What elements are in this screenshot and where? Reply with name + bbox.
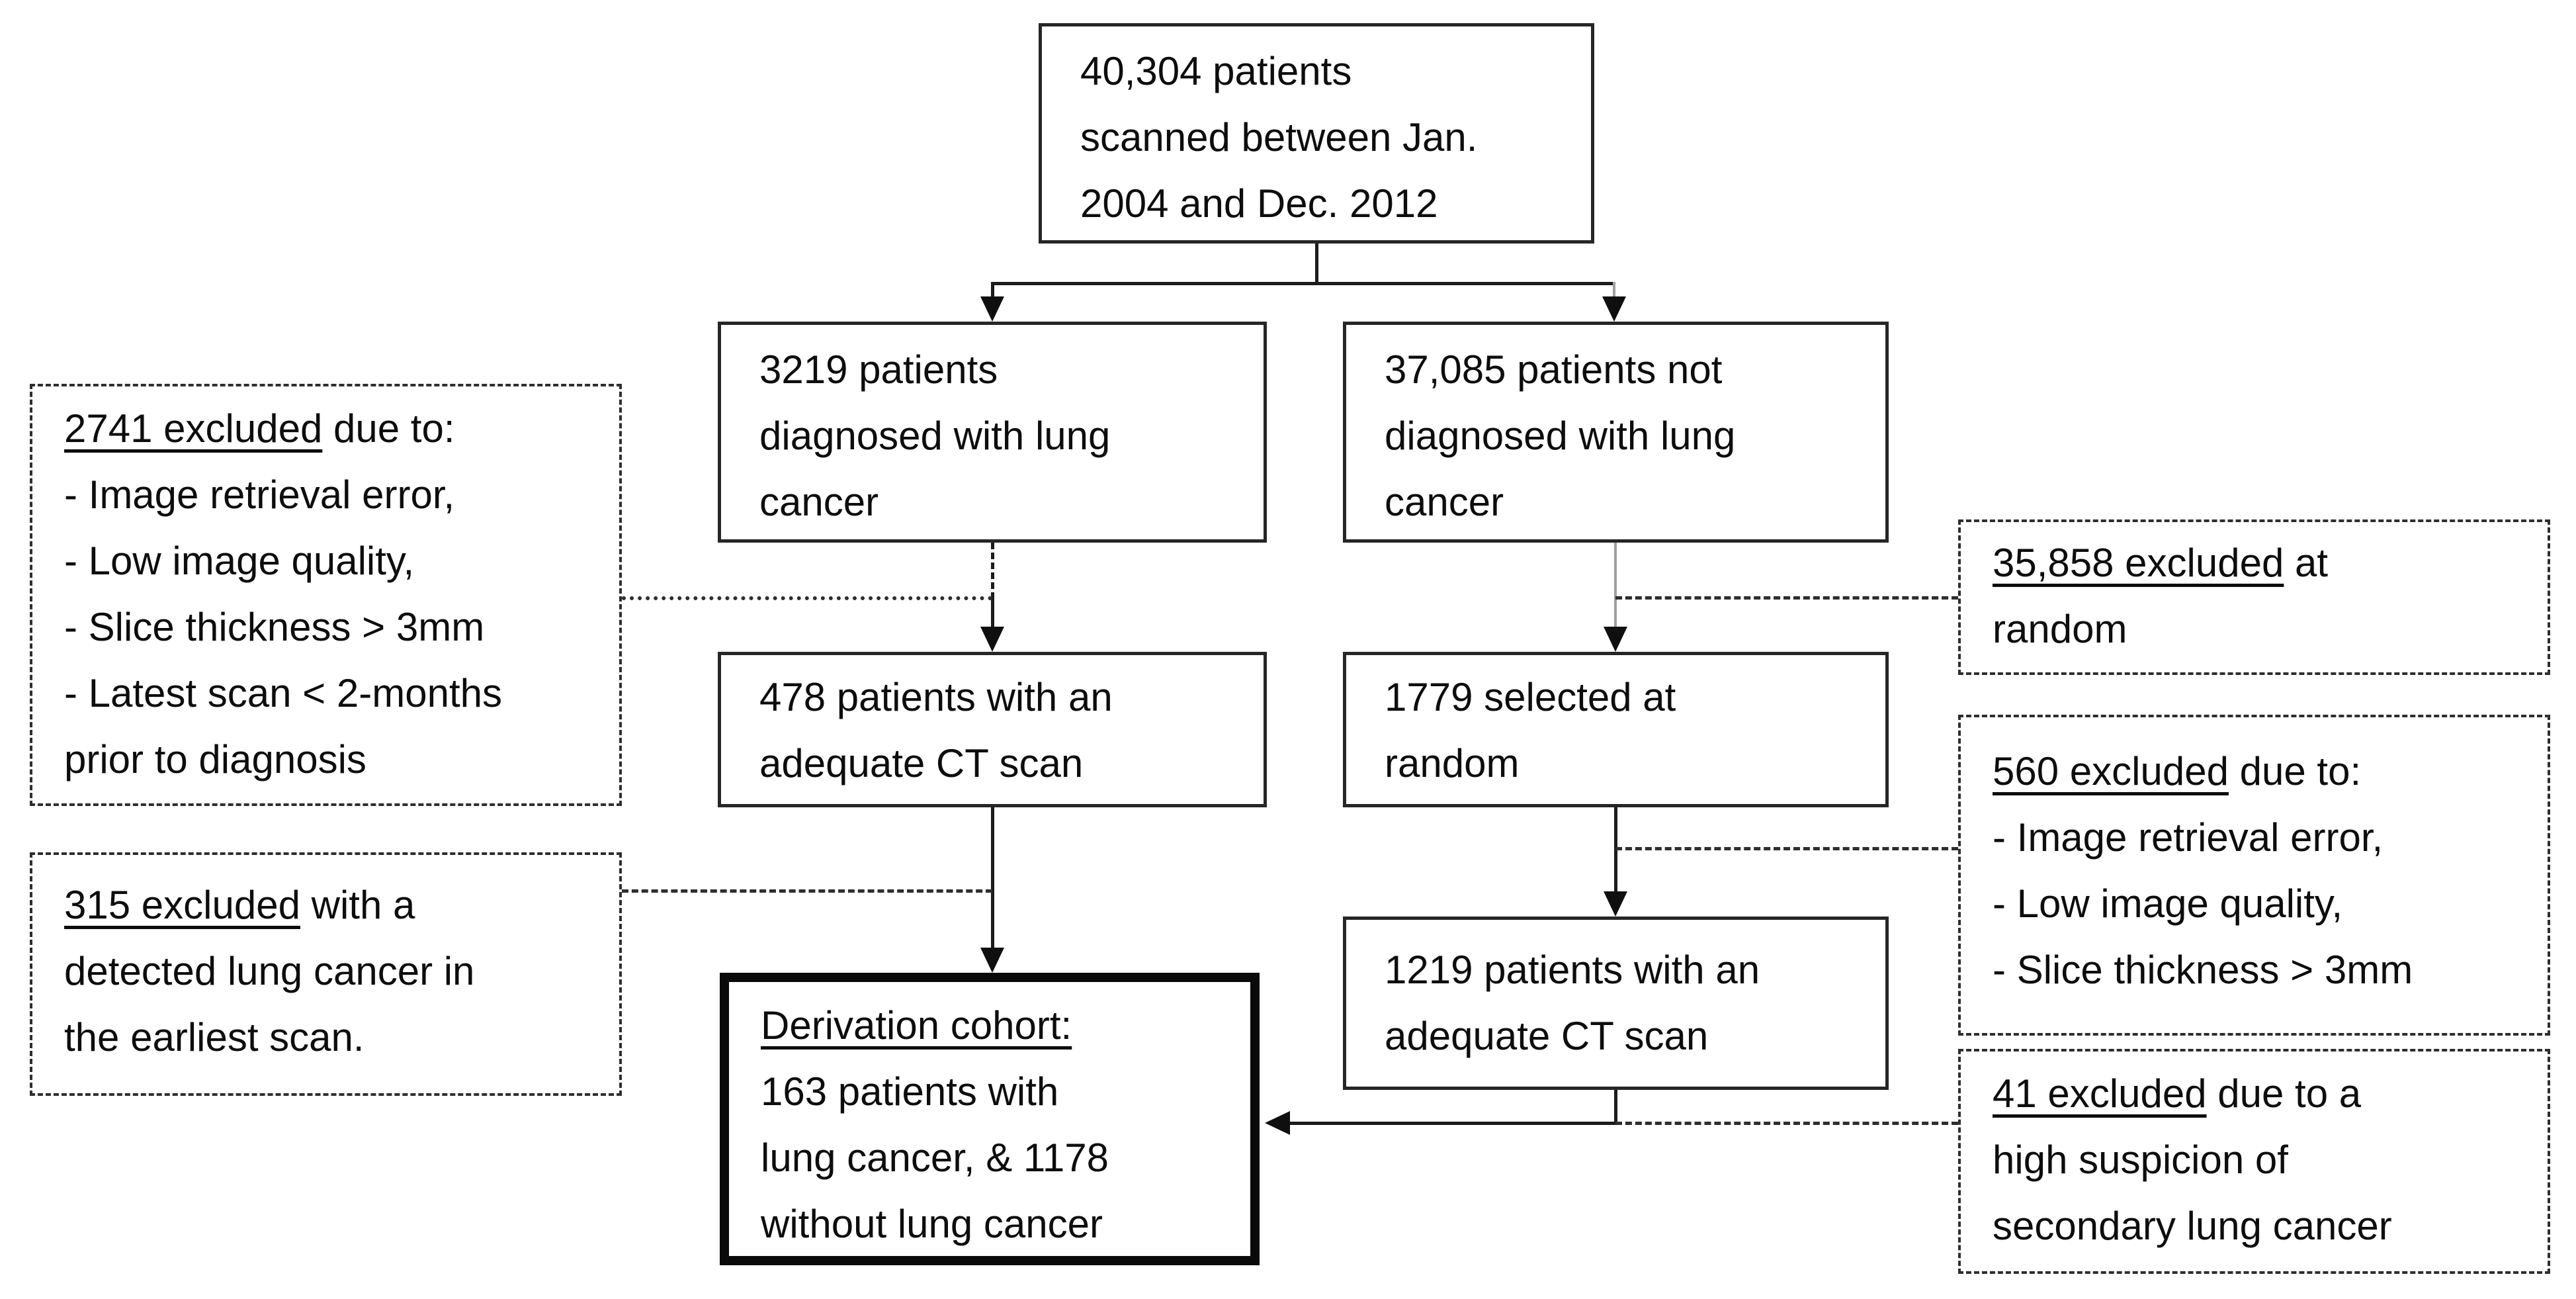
box-text-line: 37,085 patients not: [1385, 347, 1723, 392]
exclusion-rest: due to:: [2228, 749, 2362, 793]
arrowhead-left-into-derivation: [1265, 1111, 1290, 1135]
connector-diagnosed-down-dashed: [991, 543, 994, 599]
connector-controls-to-derivation: [1289, 1122, 1617, 1125]
box-text-line: cancer: [759, 480, 879, 524]
exclusion-rest: with a: [300, 883, 415, 927]
box-text-line: lung cancer, & 1178: [761, 1136, 1109, 1180]
box-text-line: 1219 patients with an: [1385, 948, 1760, 992]
derivation-cohort-heading: Derivation cohort:: [761, 1003, 1072, 1048]
connector-diagnosed-down-solid: [991, 599, 994, 631]
box-text-line: 560 excluded due to:: [1993, 739, 2538, 805]
flow-box-random-selected: 1779 selected at random: [1343, 652, 1889, 807]
box-text-line: 478 patients with an: [759, 675, 1113, 719]
exclusion-count: 2741 excluded: [64, 406, 323, 451]
box-text-line: 3219 patients: [759, 347, 998, 392]
box-text-line: 40,304 patients: [1080, 49, 1352, 93]
box-text-line: 41 excluded due to a: [1993, 1061, 2538, 1127]
connector-branch-line: [992, 282, 1615, 285]
box-text-line: cancer: [1385, 480, 1504, 524]
flow-box-derivation-cohort: Derivation cohort: 163 patients with lun…: [720, 973, 1260, 1265]
box-text-line: 163 patients with: [761, 1069, 1059, 1114]
connector-adequate-cases-down: [991, 807, 994, 951]
arrowhead-into-derivation: [980, 948, 1004, 973]
box-text-line: - Low image quality,: [64, 539, 415, 583]
flow-box-scanned: 40,304 patients scanned between Jan. 200…: [1039, 23, 1594, 244]
exclusion-count: 560 excluded: [1993, 749, 2229, 793]
box-text-line: random: [1993, 607, 2127, 651]
box-text-line: detected lung cancer in: [64, 949, 475, 993]
flow-box-not-diagnosed: 37,085 patients not diagnosed with lung …: [1343, 322, 1889, 543]
connector-excl-2741: [622, 596, 992, 600]
box-text-line: 315 excluded with a: [64, 872, 610, 938]
connector-top-stub: [1315, 244, 1318, 285]
connector-branch-left-drop: [991, 282, 994, 300]
box-text-line: without lung cancer: [761, 1202, 1103, 1246]
connector-excl-315: [622, 889, 992, 893]
flow-box-adequate-controls: 1219 patients with an adequate CT scan: [1343, 917, 1889, 1090]
arrowhead-into-not-diagnosed: [1602, 296, 1626, 322]
arrowhead-into-diagnosed: [980, 296, 1004, 322]
connector-not-diagnosed-down: [1614, 543, 1617, 629]
box-text-line: - Latest scan < 2-months: [64, 671, 502, 715]
box-text-line: secondary lung cancer: [1993, 1204, 2392, 1248]
box-text-line: prior to diagnosis: [64, 737, 366, 782]
exclusion-rest: at: [2284, 541, 2329, 585]
flow-box-adequate-cases: 478 patients with an adequate CT scan: [718, 652, 1267, 807]
exclusion-count: 35,858 excluded: [1993, 541, 2284, 585]
arrowhead-into-adequate-cases: [980, 627, 1004, 652]
box-text-line: 2741 excluded due to:: [64, 396, 610, 462]
exclusion-rest: due to a: [2206, 1071, 2362, 1116]
box-text-line: - Image retrieval error,: [64, 472, 455, 517]
connector-excl-41: [1615, 1122, 1958, 1125]
box-text-line: Derivation cohort:: [761, 993, 1237, 1059]
connector-random-down: [1614, 807, 1617, 895]
exclusion-count: 315 excluded: [64, 883, 300, 927]
box-text-line: - Slice thickness > 3mm: [1993, 948, 2413, 992]
connector-excl-560: [1615, 847, 1958, 850]
arrowhead-into-random-selected: [1604, 627, 1627, 652]
exclusion-box-315: 315 excluded with a detected lung cancer…: [30, 852, 622, 1096]
exclusion-count: 41 excluded: [1993, 1071, 2207, 1116]
box-text-line: - Low image quality,: [1993, 881, 2343, 926]
arrowhead-into-adequate-controls: [1604, 891, 1627, 917]
exclusion-box-35858: 35,858 excluded at random: [1958, 519, 2550, 675]
box-text-line: 1779 selected at: [1385, 675, 1676, 719]
box-text-line: adequate CT scan: [1385, 1014, 1709, 1058]
exclusion-rest: due to:: [322, 406, 455, 451]
box-text-line: - Slice thickness > 3mm: [64, 605, 485, 649]
box-text-line: diagnosed with lung: [1385, 414, 1736, 458]
box-text-line: random: [1385, 741, 1520, 785]
exclusion-box-2741: 2741 excluded due to: - Image retrieval …: [30, 384, 622, 806]
box-text-line: - Image retrieval error,: [1993, 815, 2383, 860]
connector-excl-35858: [1615, 596, 1958, 600]
box-text-line: diagnosed with lung: [759, 414, 1111, 458]
connector-branch-right-drop: [1613, 282, 1615, 300]
exclusion-box-560: 560 excluded due to: - Image retrieval e…: [1958, 715, 2550, 1036]
box-text-line: adequate CT scan: [759, 741, 1084, 785]
box-text-line: 35,858 excluded at: [1993, 530, 2538, 596]
box-text-line: the earliest scan.: [64, 1015, 365, 1059]
connector-controls-down: [1614, 1090, 1617, 1125]
box-text-line: high suspicion of: [1993, 1138, 2288, 1182]
exclusion-box-41: 41 excluded due to a high suspicion of s…: [1958, 1049, 2550, 1274]
flow-box-diagnosed: 3219 patients diagnosed with lung cancer: [718, 322, 1267, 543]
box-text-line: scanned between Jan.: [1080, 115, 1478, 159]
box-text-line: 2004 and Dec. 2012: [1080, 181, 1438, 226]
